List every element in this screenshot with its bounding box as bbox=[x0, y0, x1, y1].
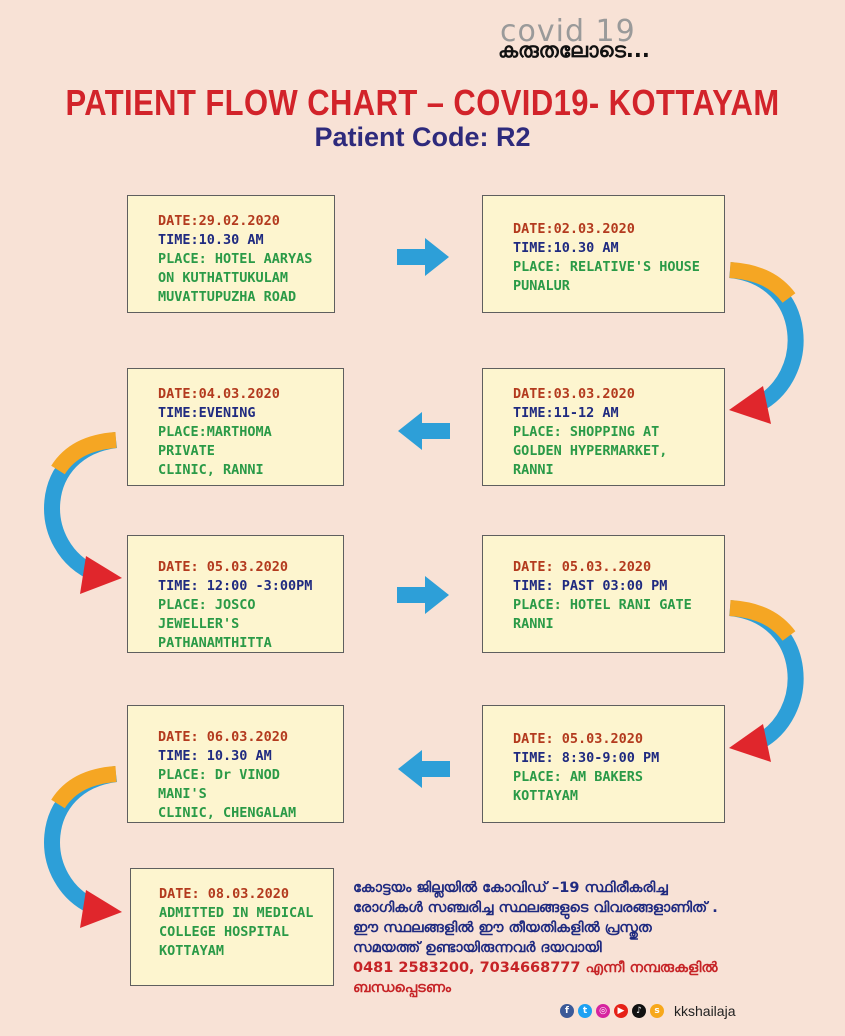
tiktok-icon[interactable]: ♪ bbox=[632, 1004, 646, 1018]
covid-logo: covid 19 കരുതലോടെ... bbox=[494, 14, 664, 64]
step-time: TIME:10.30 AM bbox=[158, 232, 264, 248]
step-date: DATE:02.03.2020 bbox=[513, 221, 635, 237]
patient-code: Patient Code: R2 bbox=[314, 122, 531, 152]
step-place: PLACE: SHOPPING AT GOLDEN HYPERMARKET, R… bbox=[513, 424, 668, 478]
flow-step-8: DATE: 06.03.2020 TIME: 10.30 AM PLACE: D… bbox=[127, 705, 344, 823]
step-place: PLACE: HOTEL AARYAS ON KUTHATTUKULAM MUV… bbox=[158, 251, 313, 305]
step-time: TIME:10.30 AM bbox=[513, 240, 619, 256]
logo-covid-text: covid 19 bbox=[500, 14, 636, 49]
note-phone-line: 0481 2583200, 7034668777 എന്നീ നമ്പരുകളി… bbox=[353, 960, 718, 976]
arrow-right-icon bbox=[397, 576, 449, 614]
curved-arrow-icon bbox=[728, 600, 804, 762]
curved-arrow-icon bbox=[728, 262, 804, 424]
step-place: ADMITTED IN MEDICAL COLLEGE HOSPITAL KOT… bbox=[159, 905, 314, 959]
step-place: PLACE: Dr VINOD MANI'S CLINIC, CHENGALAM bbox=[158, 767, 297, 821]
step-time: TIME:11-12 AM bbox=[513, 405, 619, 421]
arrow-right-icon bbox=[397, 238, 449, 276]
arrow-left-icon bbox=[398, 412, 450, 450]
logo-tagline: കരുതലോടെ... bbox=[498, 38, 650, 62]
page-title: PATIENT FLOW CHART – COVID19- KOTTAYAM bbox=[65, 82, 780, 123]
step-date: DATE: 05.03.2020 bbox=[158, 559, 289, 575]
social-handle[interactable]: kkshailaja bbox=[674, 1003, 736, 1019]
note-line: ഈ സ്ഥലങ്ങളിൽ ഈ തീയതികളിൽ പ്രസ്തുത bbox=[353, 920, 652, 936]
step-place: PLACE: JOSCO JEWELLER'S PATHANAMTHITTA bbox=[158, 597, 272, 651]
step-time: TIME: 10.30 AM bbox=[158, 748, 272, 764]
note-line: ബന്ധപ്പെടണം bbox=[353, 980, 451, 996]
step-time: TIME: 12:00 -3:00PM bbox=[158, 578, 313, 594]
sharechat-icon[interactable]: s bbox=[650, 1004, 664, 1018]
note-line: സമയത്ത് ഉണ്ടായിരുന്നവർ ദയവായി bbox=[353, 940, 602, 956]
step-place: PLACE:MARTHOMA PRIVATE CLINIC, RANNI bbox=[158, 424, 272, 478]
social-footer: f t ◎ ▶ ♪ s kkshailaja bbox=[560, 1000, 735, 1022]
flow-step-1: DATE:29.02.2020 TIME:10.30 AM PLACE: HOT… bbox=[127, 195, 335, 313]
step-date: DATE:03.03.2020 bbox=[513, 386, 635, 402]
note-line: കോട്ടയം ജില്ലയിൽ കോവിഡ് –19 സ്ഥിരീകരിച്ച bbox=[353, 880, 668, 896]
arrow-left-icon bbox=[398, 750, 450, 788]
step-time: TIME: PAST 03:00 PM bbox=[513, 578, 668, 594]
flow-step-2: DATE:02.03.2020 TIME:10.30 AM PLACE: REL… bbox=[482, 195, 725, 313]
flow-step-7: DATE: 05.03.2020 TIME: 8:30-9:00 PM PLAC… bbox=[482, 705, 725, 823]
note-line: രോഗികൾ സഞ്ചരിച്ച സ്ഥലങ്ങളുടെ വിവരങ്ങളാണി… bbox=[353, 900, 718, 916]
contact-note: കോട്ടയം ജില്ലയിൽ കോവിഡ് –19 സ്ഥിരീകരിച്ച… bbox=[353, 878, 773, 998]
youtube-icon[interactable]: ▶ bbox=[614, 1004, 628, 1018]
flow-step-4: DATE:04.03.2020 TIME:EVENING PLACE:MARTH… bbox=[127, 368, 344, 486]
step-date: DATE: 06.03.2020 bbox=[158, 729, 289, 745]
flow-step-5: DATE: 05.03.2020 TIME: 12:00 -3:00PM PLA… bbox=[127, 535, 344, 653]
step-place: PLACE: RELATIVE'S HOUSE PUNALUR bbox=[513, 259, 700, 294]
flow-step-3: DATE:03.03.2020 TIME:11-12 AM PLACE: SHO… bbox=[482, 368, 725, 486]
facebook-icon[interactable]: f bbox=[560, 1004, 574, 1018]
step-time: TIME: 8:30-9:00 PM bbox=[513, 750, 660, 766]
flow-step-6: DATE: 05.03..2020 TIME: PAST 03:00 PM PL… bbox=[482, 535, 725, 653]
instagram-icon[interactable]: ◎ bbox=[596, 1004, 610, 1018]
curved-arrow-icon bbox=[44, 766, 122, 928]
step-date: DATE: 08.03.2020 bbox=[159, 886, 290, 902]
step-place: PLACE: HOTEL RANI GATE RANNI bbox=[513, 597, 692, 632]
step-date: DATE: 05.03..2020 bbox=[513, 559, 652, 575]
twitter-icon[interactable]: t bbox=[578, 1004, 592, 1018]
step-place: PLACE: AM BAKERS KOTTAYAM bbox=[513, 769, 644, 804]
flow-step-9: DATE: 08.03.2020 ADMITTED IN MEDICAL COL… bbox=[130, 868, 334, 986]
step-date: DATE: 05.03.2020 bbox=[513, 731, 644, 747]
step-time: TIME:EVENING bbox=[158, 405, 256, 421]
step-date: DATE:29.02.2020 bbox=[158, 213, 280, 229]
curved-arrow-icon bbox=[44, 432, 122, 594]
step-date: DATE:04.03.2020 bbox=[158, 386, 280, 402]
